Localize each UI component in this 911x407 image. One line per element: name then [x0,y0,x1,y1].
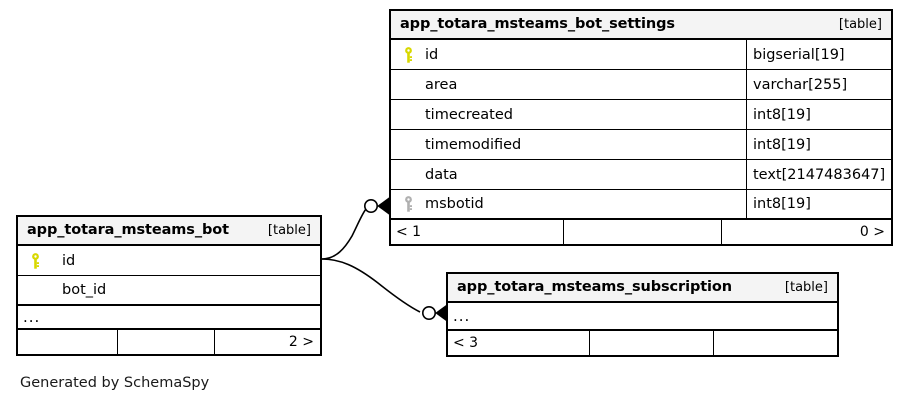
footer-middle [563,220,721,244]
table-header: app_totara_msteams_bot [table] [18,217,320,246]
table-row[interactable]: timecreated int8[19] [391,100,891,130]
optional-marker-circle [363,199,378,214]
column-name: id [425,46,439,63]
column-type: varchar[255] [746,70,891,99]
footer-child-count [713,331,837,355]
column-name-cell: timemodified [391,130,746,159]
column-name-cell: bot_id [18,276,320,304]
column-name-cell: msbotid [391,190,746,218]
primary-key-icon [397,46,419,63]
generated-by-caption: Generated by SchemaSpy [20,375,210,391]
column-name: msbotid [425,196,484,212]
footer-parent-count[interactable]: < 3 [453,335,479,351]
footer-child-count[interactable]: 2 > [214,330,320,354]
table-app-totara-msteams-bot[interactable]: app_totara_msteams_bot [table] id [16,215,322,356]
column-name: id [62,252,76,269]
footer-parent-count[interactable]: < 1 [396,224,422,240]
footer-middle [117,330,214,354]
table-kind-label: [table] [838,16,882,32]
column-type: text[2147483647] [746,160,891,189]
footer-parent-count[interactable] [18,330,117,354]
no-key-icon [24,282,46,298]
footer-child-count[interactable]: 0 > [721,220,891,244]
more-columns-indicator[interactable]: ... [448,303,837,331]
table-app-totara-msteams-subscription[interactable]: app_totara_msteams_subscription [table] … [446,272,839,357]
column-name-cell: timecreated [391,100,746,129]
table-row[interactable]: id bigserial[19] [391,40,891,70]
table-header: app_totara_msteams_subscription [table] [448,274,837,303]
column-type: int8[19] [746,190,891,218]
column-name-cell: data [391,160,746,189]
optional-marker-circle [421,305,436,320]
column-name: bot_id [62,282,107,298]
table-row[interactable]: area varchar[255] [391,70,891,100]
column-name: timemodified [425,136,522,153]
column-name: data [425,166,458,183]
column-type: int8[19] [746,130,891,159]
table-title: app_totara_msteams_bot_settings [400,16,675,32]
table-row[interactable]: id [18,246,320,276]
column-name-cell: area [391,70,746,99]
table-app-totara-msteams-bot-settings[interactable]: app_totara_msteams_bot_settings [table] … [389,9,893,246]
column-type: int8[19] [746,100,891,129]
primary-key-icon [24,252,46,269]
table-title: app_totara_msteams_bot [27,222,229,238]
table-header: app_totara_msteams_bot_settings [table] [391,11,891,40]
no-key-icon [397,137,419,153]
table-row[interactable]: data text[2147483647] [391,160,891,190]
column-type: bigserial[19] [746,40,891,69]
table-row[interactable]: msbotid int8[19] [391,190,891,220]
no-key-icon [397,107,419,123]
more-columns-indicator[interactable]: ... [18,306,320,330]
table-kind-label: [table] [784,279,828,295]
column-name: timecreated [425,106,513,123]
column-name-cell: id [18,246,320,275]
no-key-icon [397,77,419,93]
table-title: app_totara_msteams_subscription [457,279,733,295]
column-name-cell: id [391,40,746,69]
arrowhead [377,197,390,215]
relationship-bot-to-bot-settings [321,197,390,260]
table-footer: < 3 [448,331,837,355]
table-row[interactable]: bot_id [18,276,320,306]
no-key-icon [397,167,419,183]
relationship-bot-to-subscription [321,258,448,322]
footer-middle [589,331,713,355]
table-row[interactable]: timemodified int8[19] [391,130,891,160]
table-footer: 2 > [18,330,320,354]
column-name: area [425,76,458,93]
table-footer: < 1 0 > [391,220,891,244]
foreign-key-icon [397,196,419,212]
table-kind-label: [table] [267,222,311,238]
